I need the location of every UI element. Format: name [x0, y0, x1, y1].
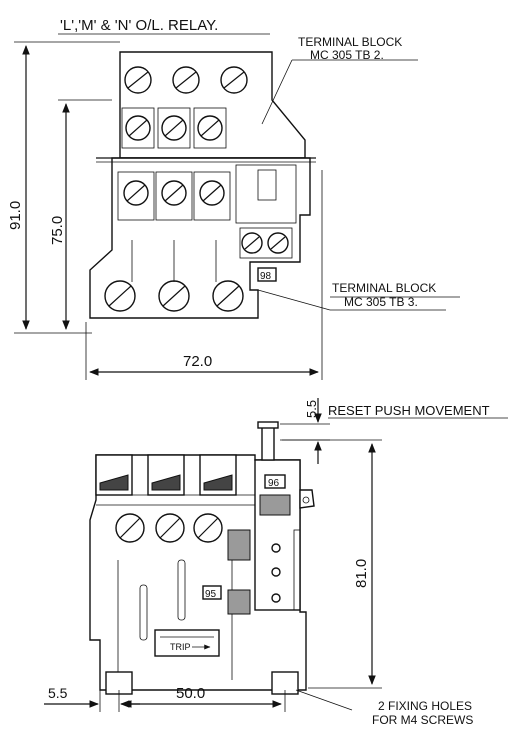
dim-81-label: 81.0 [353, 559, 370, 588]
terminal-96-label: 96 [268, 478, 280, 489]
trip-label: TRIP [170, 642, 191, 652]
fixing-holes-line1: 2 FIXING HOLES [378, 699, 472, 713]
upper-terminal-block-line2: MC 305 TB 2. [310, 48, 384, 62]
top-view: 98 TERMINAL BLOCK MC 305 TB 2. TERMINAL … [7, 35, 460, 380]
vent-slot-1 [139, 584, 148, 641]
trip-indicator [154, 629, 220, 657]
terminal-95-label: 95 [205, 589, 217, 600]
reset-push-movement-label: RESET PUSH MOVEMENT [328, 403, 490, 418]
auxiliary-contact-block [235, 164, 297, 259]
lower-terminal-block-line2: MC 305 TB 3. [344, 295, 418, 309]
lower-block-leader [257, 289, 331, 311]
reset-push-button [261, 425, 275, 461]
upper-terminal-block [119, 51, 306, 159]
vent-slot-2 [177, 559, 186, 621]
top-clamps [95, 454, 255, 506]
side-view: 96 95 TRIP 5.5 RESET PUSH MOVEMENT 81.0 … [44, 398, 508, 727]
lower-terminal-block-line1: TERMINAL BLOCK [332, 281, 436, 295]
fixing-holes-line2: FOR M4 SCREWS [372, 713, 473, 727]
upper-block-leader [261, 59, 293, 125]
upper-terminal-block-line1: TERMINAL BLOCK [298, 35, 402, 49]
drawing-title: 'L','M' & 'N' O/L. RELAY. [60, 17, 218, 34]
terminal-98-box [257, 267, 277, 282]
upper-screws-row-2 [121, 107, 227, 149]
side-screws [115, 513, 223, 543]
upper-screws-row-1 [124, 66, 248, 94]
dim-75-label: 75.0 [49, 216, 66, 245]
fixing-holes-leader [295, 689, 353, 711]
dim-91-label: 91.0 [7, 201, 24, 230]
dim-left-offset-label: 5.5 [48, 685, 68, 701]
lower-screws-row [104, 240, 244, 312]
dim-72-label: 72.0 [183, 353, 212, 370]
dim-hole-spacing-label: 50.0 [176, 685, 205, 702]
terminal-98-label: 98 [260, 271, 272, 282]
middle-screws-row [117, 171, 231, 221]
dim-reset-travel-label: 5.5 [304, 400, 319, 418]
